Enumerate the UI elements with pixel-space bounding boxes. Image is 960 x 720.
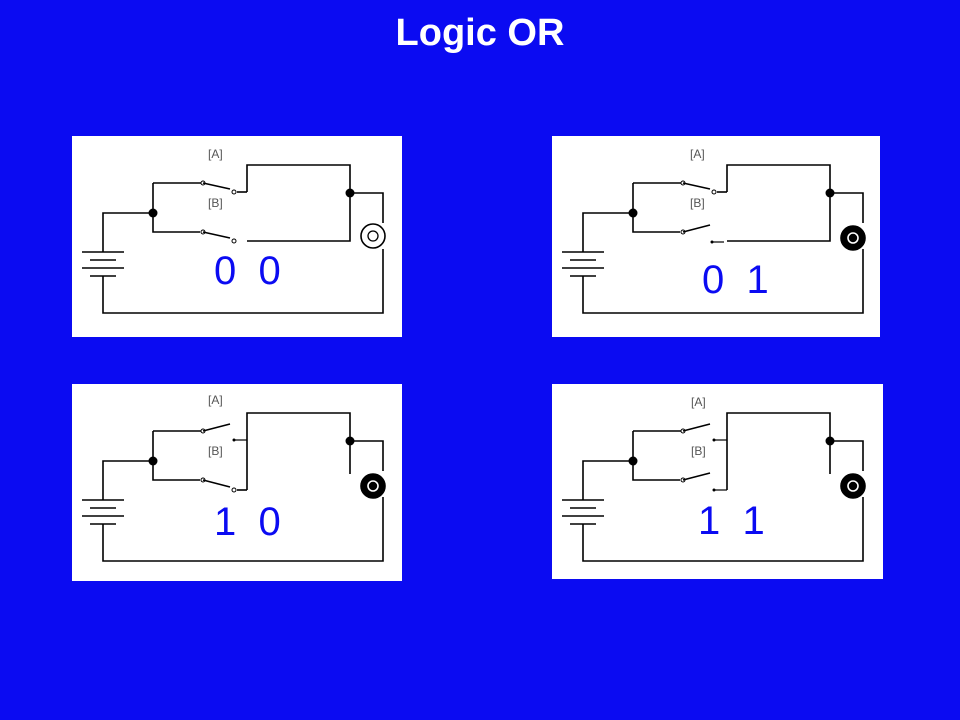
switch-b-closed	[680, 472, 727, 492]
battery-symbol	[82, 251, 124, 277]
junction-dot	[628, 456, 638, 466]
switch-a	[200, 180, 237, 195]
switch-b-label: [B]	[690, 196, 705, 210]
lamp-on-icon	[360, 473, 386, 499]
junction-dot	[148, 456, 158, 466]
input-state-label: 0 1	[702, 258, 769, 302]
junction-dot	[825, 436, 835, 446]
switch-a-label: [A]	[690, 147, 705, 161]
lamp-off-icon	[360, 223, 386, 249]
circuit-diagram: [A] [B] 0 0	[82, 147, 386, 314]
circuit-diagram: [A] [B] 0 1	[562, 147, 866, 314]
switch-a-label: [A]	[691, 395, 706, 409]
junction-dot	[628, 208, 638, 218]
circuit-diagram: [A] [B] 1 0	[82, 393, 386, 562]
circuit-diagram: [A] [B] 1 1	[562, 395, 866, 562]
battery-symbol	[562, 499, 604, 525]
slide-title: Logic OR	[395, 12, 565, 54]
battery-symbol	[82, 499, 124, 525]
switch-a-closed	[680, 423, 727, 442]
input-state-label: 1 1	[698, 499, 765, 543]
lamp-on-icon	[840, 473, 866, 499]
switch-b	[200, 477, 237, 493]
input-state-label: 1 0	[214, 500, 281, 544]
switch-a-label: [A]	[208, 393, 223, 407]
switch-a-label: [A]	[208, 147, 223, 161]
switch-a	[680, 180, 717, 195]
circuit-panel-00: [A] [B] 0 0	[72, 136, 402, 337]
switch-b	[200, 229, 237, 244]
switch-a-closed	[200, 423, 247, 442]
junction-dot	[825, 188, 835, 198]
switch-b-label: [B]	[208, 444, 223, 458]
junction-dot	[345, 188, 355, 198]
input-state-label: 0 0	[214, 249, 281, 293]
switch-b-closed	[680, 224, 724, 244]
circuit-panel-10: [A] [B] 1 0	[72, 384, 402, 581]
circuit-panel-01: [A] [B] 0 1	[552, 136, 880, 337]
circuit-panel-11: [A] [B] 1 1	[552, 384, 883, 579]
junction-dot	[148, 208, 158, 218]
battery-symbol	[562, 251, 604, 277]
switch-b-label: [B]	[208, 196, 223, 210]
switch-b-label: [B]	[691, 444, 706, 458]
lamp-on-icon	[840, 225, 866, 251]
junction-dot	[345, 436, 355, 446]
